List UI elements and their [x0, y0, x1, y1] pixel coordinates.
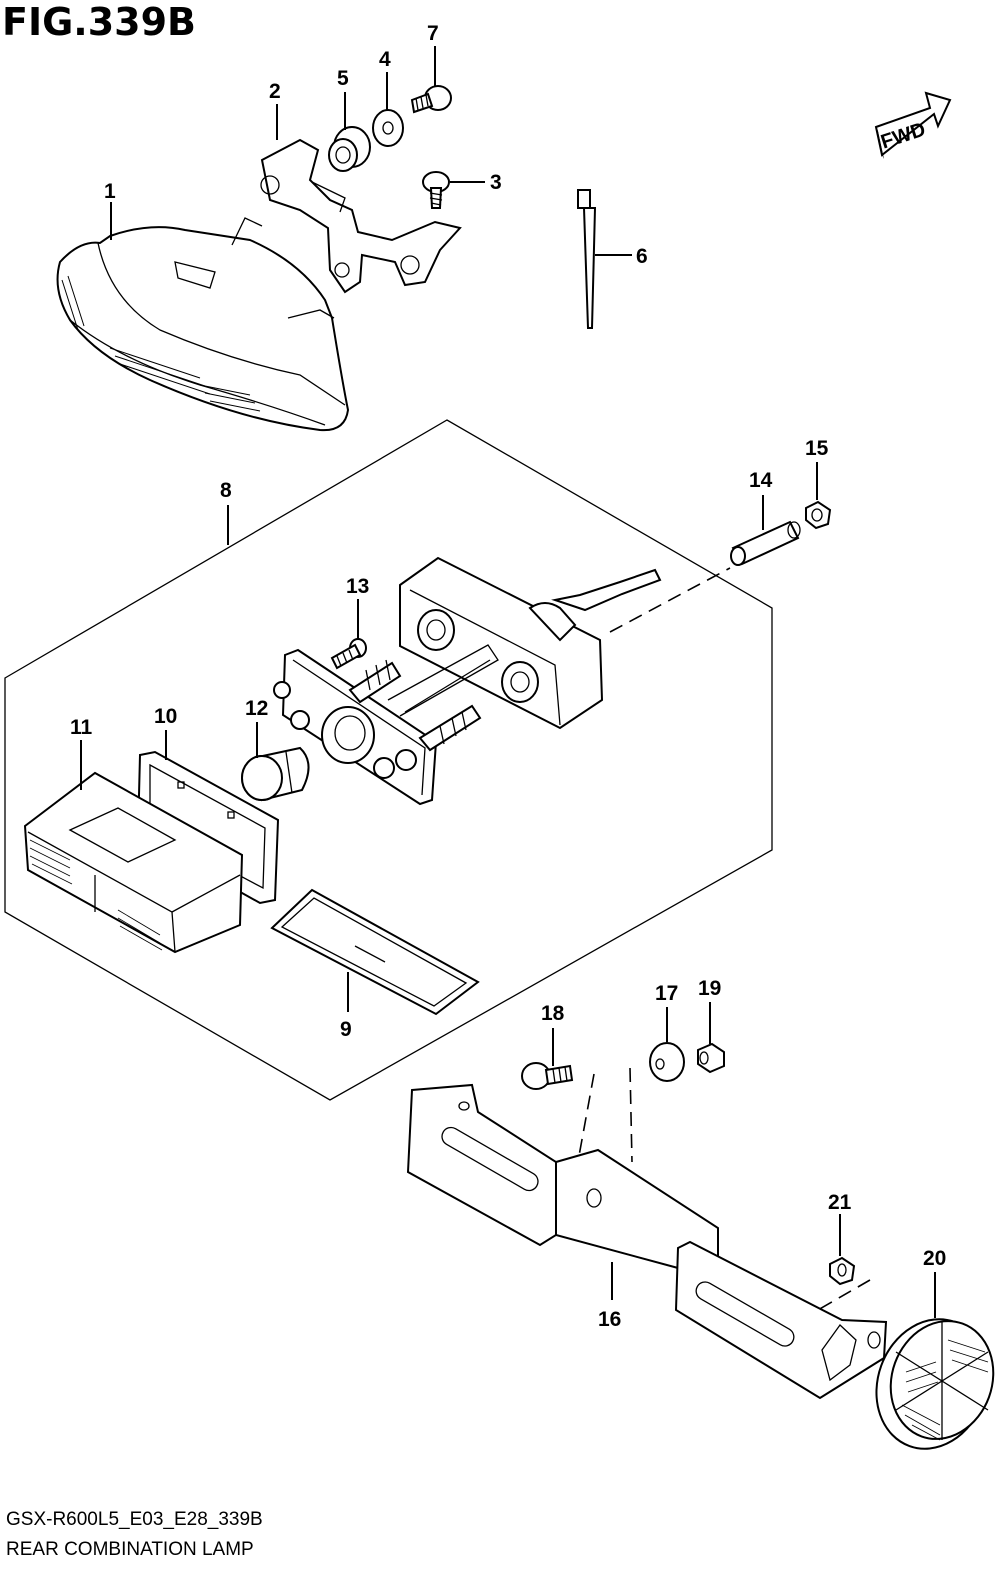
callout-20: 20: [923, 1247, 946, 1270]
dash-line-nut-21: [817, 1279, 871, 1311]
callout-15: 15: [805, 437, 829, 460]
fwd-arrow-icon: FWD: [874, 91, 952, 159]
lens-11: [23, 771, 244, 954]
callout-5: 5: [337, 67, 349, 90]
footer-model-code: GSX-R600L5_E03_E28_339B: [6, 1509, 263, 1530]
callout-16: 16: [598, 1308, 621, 1331]
callout-11: 11: [70, 716, 93, 739]
collar-14: [730, 520, 801, 566]
grommet: [328, 126, 371, 172]
callout-12: 12: [245, 697, 268, 720]
cable-tie: [577, 189, 597, 329]
callout-9: 9: [340, 1018, 352, 1041]
callout-1: 1: [104, 180, 116, 203]
callout-2: 2: [269, 80, 281, 103]
nut-19: [697, 1042, 725, 1074]
license-lamp-housing: [399, 556, 662, 730]
callout-14: 14: [749, 469, 773, 492]
nut-15: [805, 500, 832, 530]
callout-19: 19: [698, 977, 721, 1000]
figure-title: FIG.339B: [2, 0, 197, 44]
lens-plate-9: [270, 888, 480, 1016]
dash-line-housing-to-collar: [609, 567, 731, 633]
license-lamp-group-boundary: [4, 419, 773, 1101]
bulb-12: [241, 746, 310, 802]
callout-21: 21: [828, 1191, 852, 1214]
callout-13: 13: [346, 575, 369, 598]
washer-17: [649, 1042, 685, 1082]
callout-4: 4: [379, 48, 391, 71]
bolt-18: [521, 1062, 574, 1090]
callout-17: 17: [655, 982, 678, 1005]
reflector-20: [875, 1318, 995, 1450]
lamp-bracket: [260, 138, 462, 294]
nut-21: [829, 1256, 856, 1286]
reflector-bracket-16: [406, 1083, 888, 1400]
screw-7: [410, 85, 452, 114]
callout-8: 8: [220, 479, 232, 502]
callout-6: 6: [636, 245, 648, 268]
callout-7: 7: [427, 22, 439, 45]
screw-3: [422, 171, 450, 209]
screw-13: [330, 638, 367, 670]
tail-lamp-assembly: [56, 217, 350, 432]
socket-plate: [273, 644, 499, 806]
footer-diagram-name: REAR COMBINATION LAMP: [6, 1539, 254, 1560]
callout-3: 3: [490, 171, 502, 194]
washer-4: [372, 109, 404, 147]
callout-10: 10: [154, 705, 177, 728]
dash-line-washer-17: [629, 1067, 633, 1163]
callout-18: 18: [541, 1002, 565, 1025]
